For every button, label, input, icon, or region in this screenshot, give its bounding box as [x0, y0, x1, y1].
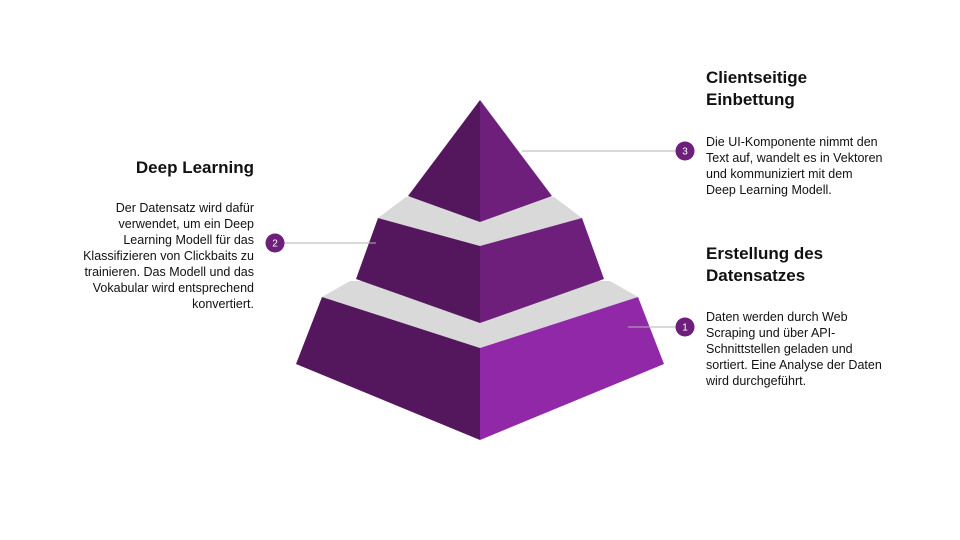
pyramid-tier-1-left-face [296, 297, 480, 440]
step-3-marker: 3 [675, 141, 695, 161]
step-1-marker: 1 [675, 317, 695, 337]
step-2-number: 2 [272, 239, 278, 250]
step-2-description: Der Datensatz wird dafür verwendet, um e… [83, 201, 254, 311]
step-3-number: 3 [682, 147, 688, 158]
pyramid-tier-1-right-face [480, 297, 664, 440]
step-1-description: Daten werden durch Web Scraping und über… [706, 310, 882, 388]
pyramid-tier-3-right-face [480, 100, 552, 222]
pyramid-tier-3-left-face [408, 100, 480, 222]
step-3-title: Clientseitige Einbettung [706, 68, 808, 109]
step-2-marker: 2 [265, 233, 285, 253]
step-1-number: 1 [682, 323, 688, 334]
step-3-description: Die UI-Komponente nimmt den Text auf, wa… [706, 135, 883, 197]
step-1-title: Erstellung des Datensatzes [706, 244, 824, 285]
pyramid-tier-2-right-face [480, 218, 604, 323]
pyramid-tier-2-left-face [356, 218, 480, 323]
step-2-title: Deep Learning [135, 158, 254, 177]
